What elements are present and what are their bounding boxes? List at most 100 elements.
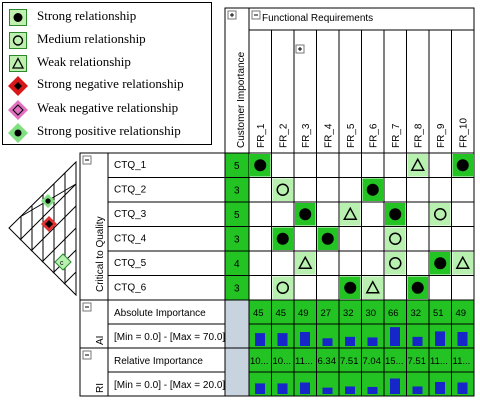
matrix-cell [316, 152, 340, 178]
relative-value: 11... [430, 356, 448, 367]
filled-circle-icon [321, 232, 334, 245]
pink-diamond-icon [8, 100, 28, 120]
relative-value: 6.34 [318, 356, 337, 367]
legend-item-strong-negative: Strong negative relationship [8, 75, 209, 97]
absolute-value: 49 [298, 308, 309, 319]
open-circle-icon [434, 208, 447, 221]
matrix-cell [451, 275, 475, 301]
matrix-cell [248, 275, 272, 301]
matrix-cell [361, 226, 385, 252]
legend-item-strong-positive: Strong positive relationship [8, 122, 209, 144]
critical-to-quality-label: Critical to Quality [95, 216, 106, 292]
importance-cell [224, 177, 250, 203]
triangle-icon [455, 255, 470, 269]
green-diamond-icon [8, 123, 28, 143]
filled-circle-icon [276, 232, 289, 245]
matrix-cell [383, 152, 407, 178]
triangle-icon [9, 55, 27, 72]
matrix-cell [451, 177, 475, 203]
absolute-value: 32 [411, 308, 422, 319]
filled-circle-icon [344, 281, 357, 294]
ctq-label: CTQ_1 [114, 160, 147, 171]
matrix-cell [406, 177, 430, 203]
fr-header-label: FR_8 [414, 123, 425, 148]
fr-header-label: FR_10 [459, 118, 470, 148]
importance-cell [224, 275, 250, 301]
triangle-icon [410, 157, 425, 171]
legend-item-medium: Medium relationship [9, 30, 209, 52]
fr-header-label: FR_9 [436, 123, 447, 148]
medium-cell-bg [385, 252, 406, 275]
filled-circle-icon [456, 159, 469, 172]
matrix-cell [271, 201, 295, 227]
fr-header-label: FR_4 [324, 123, 335, 148]
medium-cell-bg [430, 203, 451, 226]
legend-label: Strong relationship [37, 8, 137, 23]
matrix-cell [293, 177, 317, 203]
filled-circle-icon [434, 257, 447, 270]
absolute-value: 45 [253, 308, 264, 319]
absolute-bar [457, 332, 468, 346]
absolute-value: 30 [366, 308, 377, 319]
open-circle-icon [389, 257, 402, 270]
legend-label: Weak negative relationship [37, 100, 179, 115]
matrix-cell [383, 275, 407, 301]
relative-value: 15... [385, 356, 404, 367]
filled-circle-icon [254, 159, 267, 172]
relative-bar [435, 382, 445, 394]
medium-cell-bg [272, 276, 293, 299]
matrix-cell [248, 177, 272, 203]
relative-range-label: [Min = 0.0] - [Max = 20.0] [114, 380, 225, 391]
matrix-cell [248, 250, 272, 276]
relative-bar [367, 386, 378, 394]
legend-item-weak: Weak relationship [9, 53, 209, 75]
matrix-cell [338, 177, 362, 203]
triangle-icon [343, 206, 358, 220]
ri-side-label: RI [95, 383, 106, 393]
matrix-cell [316, 275, 340, 301]
absolute-value: 66 [388, 308, 399, 319]
importance-value: 5 [234, 210, 240, 221]
matrix-cell [451, 201, 475, 227]
matrix-cell [248, 226, 272, 252]
matrix-cell [293, 152, 317, 178]
matrix-cell [316, 250, 340, 276]
absolute-bar [277, 333, 288, 346]
relative-bar [457, 382, 468, 394]
absolute-bar [322, 338, 333, 346]
matrix-cell [428, 226, 452, 252]
filled-circle-icon [389, 208, 402, 221]
absolute-value: 49 [456, 308, 467, 319]
importance-cell [224, 152, 250, 178]
absolute-range-label: [Min = 0.0] - [Max = 70.0] [114, 332, 225, 343]
matrix-cell [361, 201, 385, 227]
ctq-label: CTQ_2 [114, 185, 147, 196]
matrix-cell [406, 201, 430, 227]
customer-importance-label: Customer Importance [236, 51, 247, 148]
legend-item-weak-negative: Weak negative relationship [8, 99, 209, 121]
matrix-cell [316, 177, 340, 203]
fr-header-label: FR_3 [301, 123, 312, 148]
fr-header-label: FR_1 [256, 123, 267, 148]
weak-cell-bg [407, 154, 428, 177]
importance-value: 3 [234, 284, 240, 295]
legend-label: Strong positive relationship [37, 123, 181, 138]
triangle-icon [365, 280, 380, 294]
absolute-value: 27 [321, 308, 332, 319]
relative-value: 7.04 [363, 356, 382, 367]
absolute-bar [300, 332, 310, 346]
filled-circle-icon [9, 9, 27, 26]
matrix-cell [248, 201, 272, 227]
filled-circle-icon [299, 208, 312, 221]
matrix-cell [361, 152, 385, 178]
matrix-cell [428, 152, 452, 178]
weak-cell-bg [362, 276, 383, 299]
relative-bar [345, 386, 355, 394]
legend: Strong relationship Medium relationship … [2, 2, 212, 145]
absolute-value: 45 [276, 308, 287, 319]
absolute-bar [367, 337, 378, 346]
legend-label: Strong negative relationship [37, 76, 184, 91]
weak-cell-bg [340, 203, 361, 226]
relative-value: 7.51 [408, 356, 427, 367]
